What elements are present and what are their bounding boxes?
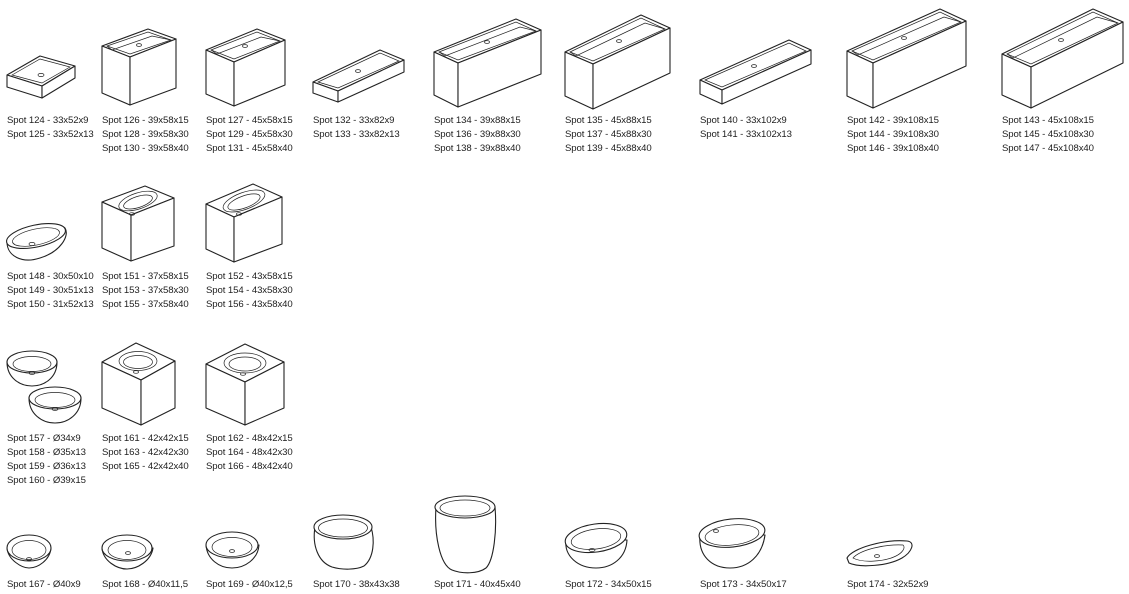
label: Spot 132 - 33x82x9 [313,115,395,126]
label: Spot 143 - 45x108x15 [1002,115,1094,126]
label: Spot 174 - 32x52x9 [847,579,929,590]
label: Spot 140 - 33x102x9 [700,115,787,126]
label: Spot 159 - Ø36x13 [7,461,86,472]
label: Spot 142 - 39x108x15 [847,115,939,126]
label: Spot 129 - 45x58x30 [206,129,293,140]
label: Spot 133 - 33x82x13 [313,129,400,140]
label: Spot 147 - 45x108x40 [1002,143,1094,154]
basin-shallow-oval-drawing [0,0,1,1]
label: Spot 151 - 37x58x15 [102,271,189,282]
label: Spot 125 - 33x52x13 [7,129,94,140]
basin-block-oval-drawing [0,0,1,1]
basin-tray-long-drawing [0,0,1,1]
basin-oval-vessel-drawing [0,0,1,1]
basin-block-long-drawing [0,0,1,1]
label: Spot 164 - 48x42x30 [206,447,293,458]
basin-tray-xlong-drawing [0,0,1,1]
label: Spot 141 - 33x102x13 [700,129,792,140]
basin-tall-tub-drawing [0,0,1,1]
label: Spot 155 - 37x58x40 [102,299,189,310]
label: Spot 171 - 40x45x40 [434,579,521,590]
label: Spot 136 - 39x88x30 [434,129,521,140]
label: Spot 166 - 48x42x40 [206,461,293,472]
basin-block-drawing [0,0,1,1]
label: Spot 124 - 33x52x9 [7,115,89,126]
label: Spot 173 - 34x50x17 [700,579,787,590]
label: Spot 158 - Ø35x13 [7,447,86,458]
basin-cube-round-drawing [0,0,1,1]
basin-tray-small-drawing [0,0,1,1]
label: Spot 138 - 39x88x40 [434,143,521,154]
label: Spot 170 - 38x43x38 [313,579,400,590]
label: Spot 126 - 39x58x15 [102,115,189,126]
label: Spot 167 - Ø40x9 [7,579,81,590]
label: Spot 128 - 39x58x30 [102,129,189,140]
label: Spot 139 - 45x88x40 [565,143,652,154]
label: Spot 135 - 45x88x15 [565,115,652,126]
label: Spot 127 - 45x58x15 [206,115,293,126]
label: Spot 146 - 39x108x40 [847,143,939,154]
basin-round-bowls-drawing [0,0,1,1]
basin-block-long-drawing [0,0,1,1]
label: Spot 130 - 39x58x40 [102,143,189,154]
label: Spot 161 - 42x42x15 [102,433,189,444]
label: Spot 152 - 43x58x15 [206,271,293,282]
label: Spot 162 - 48x42x15 [206,433,293,444]
label: Spot 168 - Ø40x11,5 [102,579,188,590]
label: Spot 153 - 37x58x30 [102,285,189,296]
label: Spot 156 - 43x58x40 [206,299,293,310]
label: Spot 131 - 45x58x40 [206,143,293,154]
label: Spot 148 - 30x50x10 [7,271,94,282]
label: Spot 144 - 39x108x30 [847,129,939,140]
label: Spot 149 - 30x51x13 [7,285,94,296]
basin-cube-round-drawing [0,0,1,1]
label: Spot 145 - 45x108x30 [1002,129,1094,140]
label: Spot 172 - 34x50x15 [565,579,652,590]
label: Spot 165 - 42x42x40 [102,461,189,472]
basin-block-xlong-drawing [0,0,1,1]
label: Spot 163 - 42x42x30 [102,447,189,458]
label: Spot 157 - Ø34x9 [7,433,81,444]
label: Spot 150 - 31x52x13 [7,299,94,310]
basin-round-flat-drawing [0,0,1,1]
label: Spot 134 - 39x88x15 [434,115,521,126]
basin-block-xlong-drawing [0,0,1,1]
basin-block-drawing [0,0,1,1]
label: Spot 160 - Ø39x15 [7,475,86,486]
basin-oval-drawing [0,0,1,1]
basin-round-flat-drawing [0,0,1,1]
basin-tub-drawing [0,0,1,1]
basin-block-oval-drawing [0,0,1,1]
label: Spot 169 - Ø40x12,5 [206,579,293,590]
label: Spot 154 - 43x58x30 [206,285,293,296]
label: Spot 137 - 45x88x30 [565,129,652,140]
basin-oval-vessel-drawing [0,0,1,1]
basin-round-flat-drawing [0,0,1,1]
